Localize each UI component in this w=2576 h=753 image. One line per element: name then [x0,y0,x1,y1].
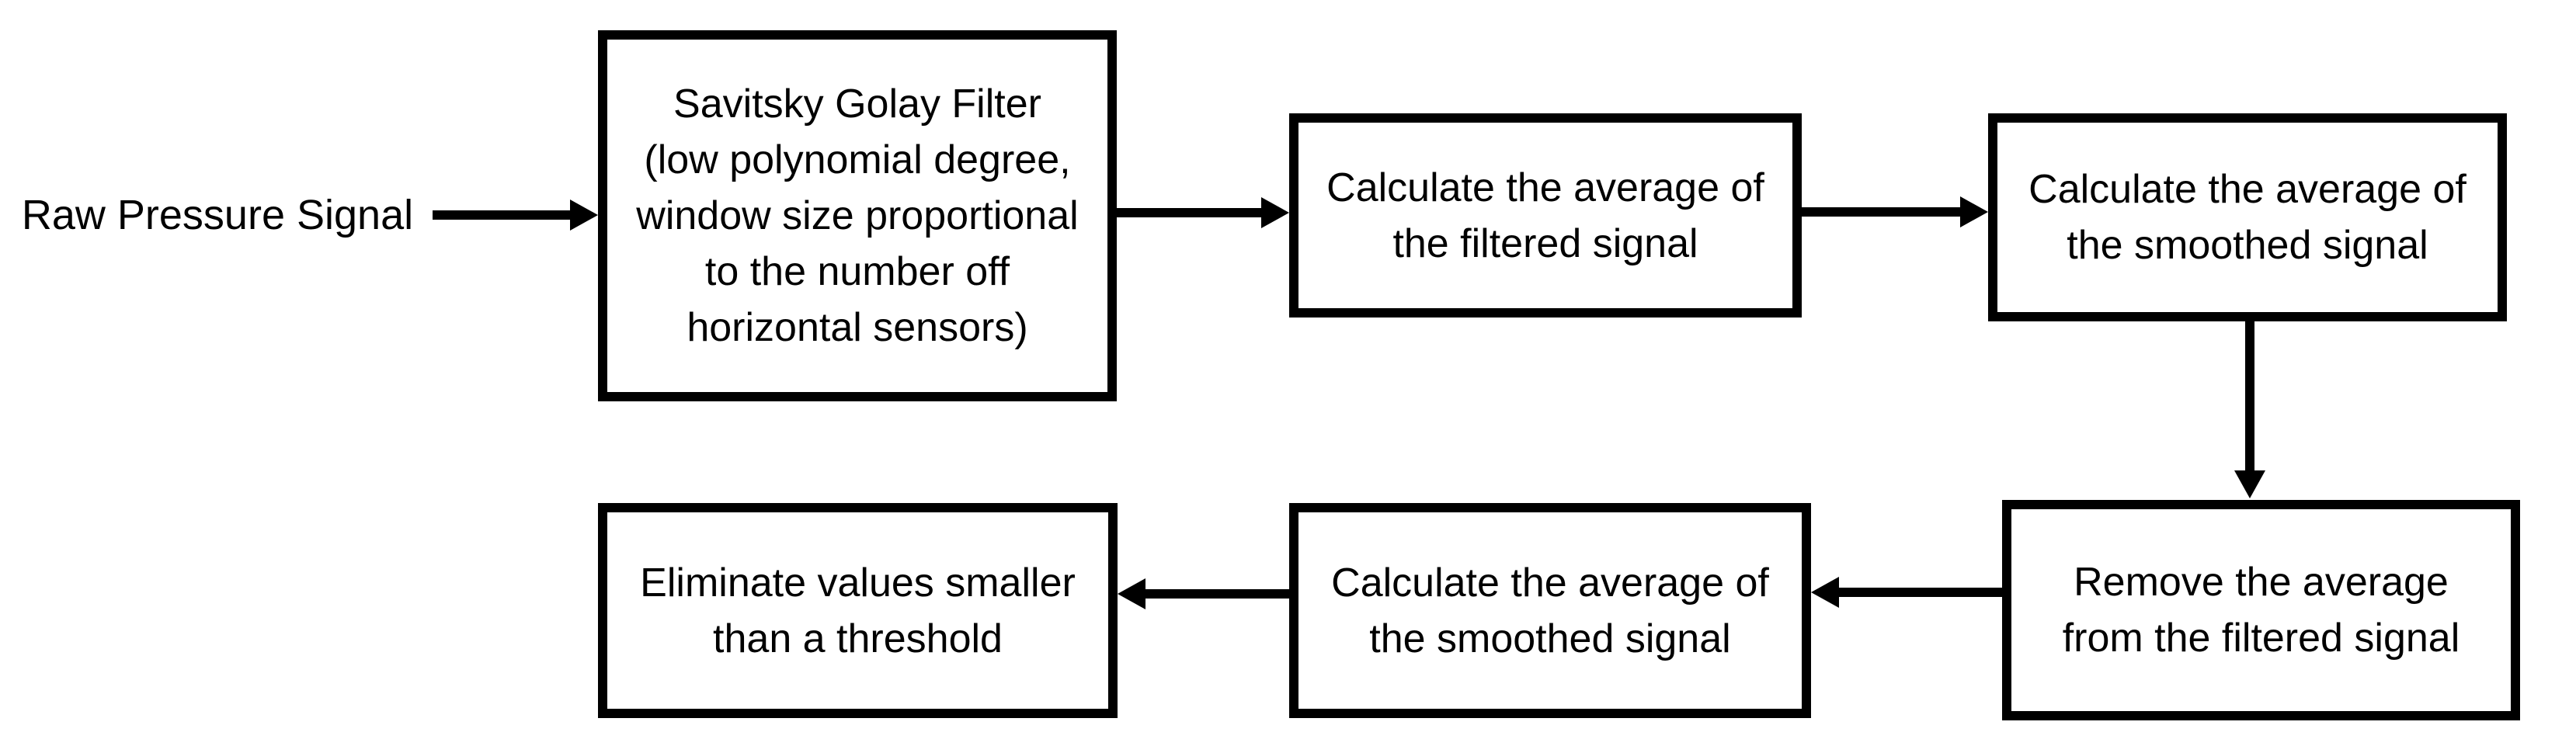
node-label-line: Calculate the average of [1326,165,1764,210]
arrowhead-right-icon [1960,196,1988,227]
node-label-line: horizontal sensors) [687,305,1028,350]
arrow-shaft [1837,588,2002,597]
node-average-smoothed-signal-bottom: Calculate the average of the smoothed si… [1289,503,1811,718]
node-label-line: to the number off [704,249,1010,294]
node-label-line: Eliminate values smaller [640,560,1076,606]
node-label-line: Savitsky Golay Filter [673,82,1041,127]
arrow-shaft [1144,589,1289,599]
node-average-filtered-signal: Calculate the average of the filtered si… [1289,113,1802,318]
node-label-line: Calculate the average of [1331,560,1769,606]
node-savitsky-golay-filter: Savitsky Golay Filter (low polynomial de… [598,30,1117,401]
node-remove-average: Remove the average from the filtered sig… [2002,500,2520,720]
arrowhead-left-icon [1118,578,1145,609]
node-label-line: Remove the average [2074,560,2449,605]
node-label-line: the filtered signal [1392,220,1698,266]
node-label-line: the smoothed signal [1369,616,1731,661]
node-label-line: the smoothed signal [2067,223,2428,268]
node-label-line: from the filtered signal [2062,616,2460,661]
arrow-shaft [1802,207,1962,217]
node-label: Raw Pressure Signal [21,192,414,238]
arrow-shaft [2245,320,2254,474]
node-label-line: Calculate the average of [2028,167,2466,212]
node-label-line: window size proportional [636,193,1079,238]
node-label-line: than a threshold [713,616,1003,661]
node-label-line: (low polynomial degree, [644,137,1071,182]
arrowhead-right-icon [570,200,598,231]
arrow-shaft [433,210,572,220]
arrow-shaft [1117,208,1264,217]
node-raw-pressure-signal: Raw Pressure Signal [16,179,419,251]
node-average-smoothed-signal-top: Calculate the average of the smoothed si… [1988,113,2507,321]
arrowhead-down-icon [2234,470,2265,498]
node-eliminate-threshold: Eliminate values smaller than a threshol… [598,503,1118,718]
arrowhead-left-icon [1811,577,1839,608]
arrowhead-right-icon [1261,197,1289,228]
